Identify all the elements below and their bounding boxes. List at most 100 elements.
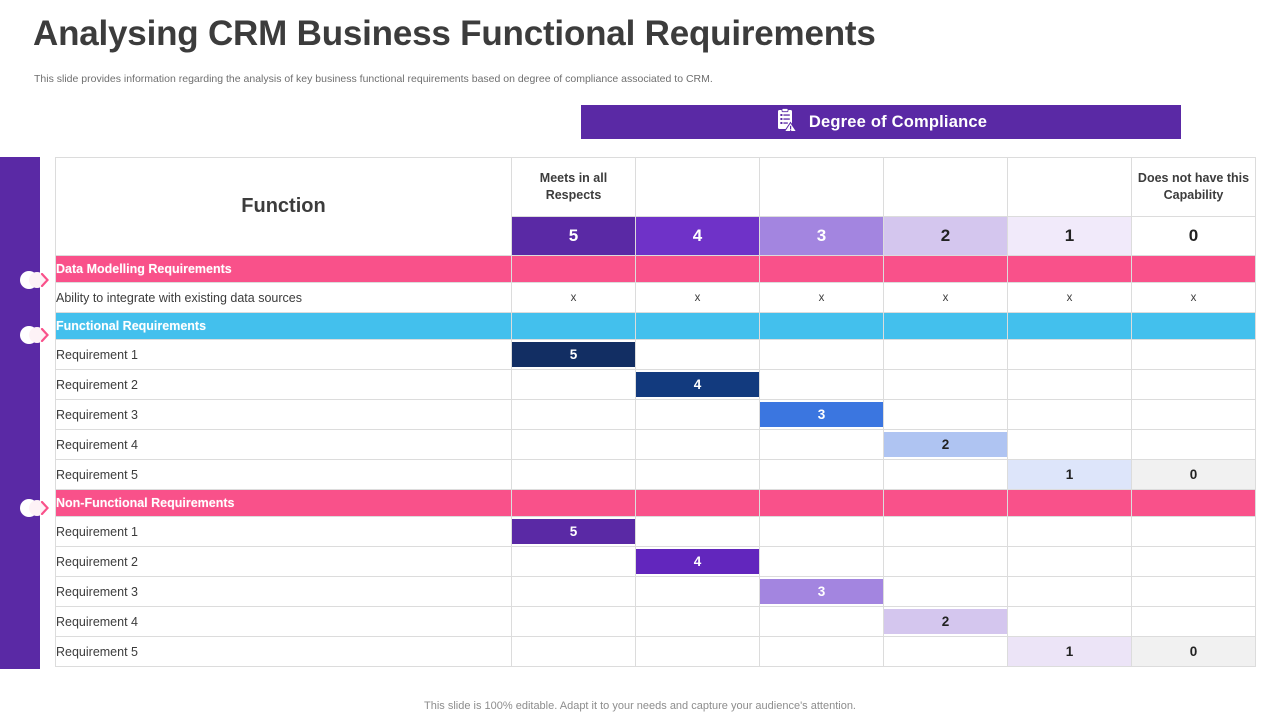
- mark-cell-5: x: [511, 282, 636, 313]
- column-header-description-5: Does not have this Capability: [1131, 157, 1256, 217]
- row-label: Requirement 2: [55, 546, 512, 577]
- empty-cell: [635, 429, 760, 460]
- score-cell-5: 5: [511, 516, 636, 547]
- row-label: Requirement 1: [55, 339, 512, 370]
- section-fill-cell: [1007, 255, 1132, 283]
- column-header-description-1: [635, 157, 760, 217]
- chevron-right-icon: [40, 272, 49, 288]
- empty-cell: [511, 369, 636, 400]
- empty-cell: [511, 636, 636, 667]
- table-row: Requirement 2 4: [55, 546, 1256, 577]
- bullet-circle-inner: [29, 500, 45, 516]
- section-label: Functional Requirements: [55, 312, 512, 340]
- empty-cell: [1131, 576, 1256, 607]
- section-fill-cell: [759, 312, 884, 340]
- section-fill-cell: [511, 312, 636, 340]
- score-cell-4: 4: [635, 546, 760, 577]
- empty-cell: [1007, 339, 1132, 370]
- section-fill-cell: [1007, 489, 1132, 517]
- empty-cell: [635, 576, 760, 607]
- column-header-description-4: [1007, 157, 1132, 217]
- footer-note: This slide is 100% editable. Adapt it to…: [424, 700, 856, 712]
- section-label: Data Modelling Requirements: [55, 255, 512, 283]
- empty-cell: [759, 636, 884, 667]
- section-fill-cell: [883, 255, 1008, 283]
- row-label: Requirement 4: [55, 429, 512, 460]
- section-fill-cell: [883, 312, 1008, 340]
- section-fill-cell: [1131, 489, 1256, 517]
- bullet-marker-functional: [20, 324, 54, 346]
- row-label: Requirement 5: [55, 636, 512, 667]
- empty-cell: [1131, 339, 1256, 370]
- score-cell-4: 4: [635, 369, 760, 400]
- score-cell-2: 2: [883, 429, 1008, 460]
- left-accent-rail: [0, 157, 40, 669]
- page-subtitle: This slide provides information regardin…: [34, 73, 713, 85]
- empty-cell: [1131, 546, 1256, 577]
- column-header-description-3: [883, 157, 1008, 217]
- section-fill-cell: [1007, 312, 1132, 340]
- table-row: Requirement 4 2: [55, 429, 1256, 460]
- row-label: Requirement 5: [55, 459, 512, 490]
- empty-cell: [883, 576, 1008, 607]
- chevron-right-icon: [40, 500, 49, 516]
- bullet-marker-non-functional: [20, 497, 54, 519]
- empty-cell: [883, 546, 1008, 577]
- empty-cell: [759, 339, 884, 370]
- empty-cell: [511, 606, 636, 637]
- score-cell-0: 0: [1131, 459, 1256, 490]
- score-chip-3: 3: [760, 402, 883, 427]
- mark-cell-4: x: [635, 282, 760, 313]
- score-cell-2: 2: [883, 606, 1008, 637]
- score-chip-4: 4: [636, 549, 759, 574]
- scale-value-0: 0: [1131, 216, 1256, 256]
- scale-value-4: 4: [635, 216, 760, 256]
- section-fill-cell: [635, 312, 760, 340]
- section-fill-cell: [635, 255, 760, 283]
- section-label: Non-Functional Requirements: [55, 489, 512, 517]
- mark-cell-3: x: [759, 282, 884, 313]
- empty-cell: [883, 339, 1008, 370]
- row-label: Ability to integrate with existing data …: [55, 282, 512, 313]
- score-cell-3: 3: [759, 576, 884, 607]
- empty-cell: [635, 636, 760, 667]
- empty-cell: [883, 399, 1008, 430]
- empty-cell: [759, 369, 884, 400]
- empty-cell: [759, 516, 884, 547]
- mark-cell-1: x: [1007, 282, 1132, 313]
- empty-cell: [635, 339, 760, 370]
- score-chip-3: 3: [760, 579, 883, 604]
- clipboard-warning-icon: [775, 107, 798, 137]
- empty-cell: [883, 369, 1008, 400]
- section-fill-cell: [1131, 255, 1256, 283]
- bullet-circle-inner: [29, 272, 45, 288]
- empty-cell: [1007, 516, 1132, 547]
- empty-cell: [1131, 369, 1256, 400]
- scale-value-2: 2: [883, 216, 1008, 256]
- bullet-circle-inner: [29, 327, 45, 343]
- section-fill-cell: [511, 255, 636, 283]
- page-title: Analysing CRM Business Functional Requir…: [33, 14, 876, 53]
- score-chip-5: 5: [512, 342, 635, 367]
- row-label: Requirement 3: [55, 399, 512, 430]
- empty-cell: [759, 459, 884, 490]
- empty-cell: [635, 399, 760, 430]
- section-fill-cell: [759, 255, 884, 283]
- score-cell-1: 1: [1007, 459, 1132, 490]
- empty-cell: [1007, 429, 1132, 460]
- table-row: Requirement 3 3: [55, 399, 1256, 430]
- row-label: Requirement 1: [55, 516, 512, 547]
- section-header-row: Data Modelling Requirements: [55, 255, 1256, 283]
- empty-cell: [511, 399, 636, 430]
- empty-cell: [511, 576, 636, 607]
- empty-cell: [1131, 429, 1256, 460]
- empty-cell: [511, 546, 636, 577]
- section-fill-cell: [635, 489, 760, 517]
- empty-cell: [883, 636, 1008, 667]
